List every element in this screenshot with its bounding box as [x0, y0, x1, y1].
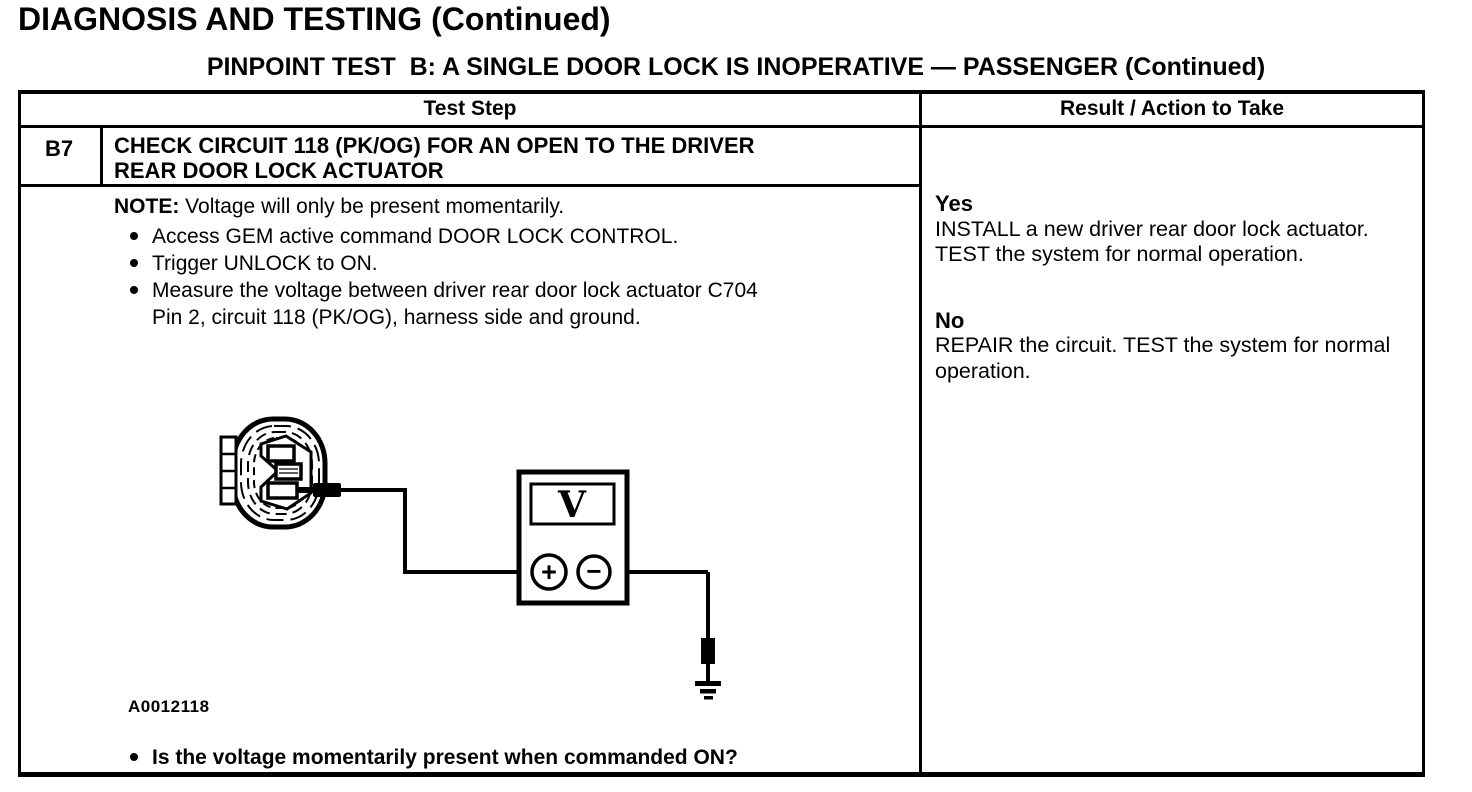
bullet-icon: [130, 753, 138, 761]
negative-terminal: [576, 554, 612, 590]
bullet-item: Measure the voltage between driver rear …: [128, 277, 793, 331]
page-title: DIAGNOSIS AND TESTING (Continued): [18, 1, 611, 37]
positive-terminal: [530, 553, 568, 591]
voltmeter-display: [529, 482, 616, 526]
step-id: B7: [44, 136, 74, 161]
step-title: CHECK CIRCUIT 118 (PK/OG) FOR AN OPEN TO…: [114, 133, 914, 183]
bullet-icon: [130, 259, 138, 267]
connector-pin-1: [266, 444, 296, 463]
figure-reference-label: A0012118: [128, 697, 210, 716]
plus-symbol: +: [541, 557, 557, 587]
ground-symbol: [695, 638, 721, 700]
note-label: NOTE:: [114, 195, 180, 218]
connector-pin-2: [274, 462, 303, 481]
connector-pin-3: [266, 481, 299, 500]
step-title-line2: REAR DOOR LOCK ACTUATOR: [114, 158, 444, 183]
pinpoint-test-subtitle: PINPOINT TEST B: A SINGLE DOOR LOCK IS I…: [206, 53, 1266, 81]
note-text: Voltage will only be present momentarily…: [185, 195, 565, 218]
column-header-test-step: Test Step: [423, 97, 517, 120]
yes-label: Yes: [935, 191, 973, 216]
bullet-icon: [130, 232, 138, 240]
spacer: [935, 268, 1413, 308]
question-bullet-item: Is the voltage momentarily present when …: [128, 744, 908, 771]
test-connection-diagram: V + −: [219, 416, 721, 700]
column-header-result: Result / Action to Take: [1059, 97, 1285, 120]
bullet-text: Trigger UNLOCK to ON.: [152, 252, 378, 275]
step-id-divider: [100, 128, 103, 184]
step-title-line1: CHECK CIRCUIT 118 (PK/OG) FOR AN OPEN TO…: [114, 133, 755, 158]
probe-and-wires: [297, 483, 710, 640]
voltmeter-v-symbol: V: [557, 484, 587, 526]
step-row-divider: [18, 184, 919, 187]
voltmeter-illustration: V + −: [516, 469, 630, 606]
yes-action-text: INSTALL a new driver rear door lock actu…: [935, 216, 1369, 267]
bullet-text: Access GEM active command DOOR LOCK CONT…: [152, 225, 679, 248]
no-action-text: REPAIR the circuit. TEST the system for …: [935, 333, 1391, 383]
column-divider: [919, 90, 922, 777]
no-label: No: [935, 307, 965, 333]
header-row-divider: [18, 125, 1422, 128]
note-line: NOTE: Voltage will only be present momen…: [114, 195, 914, 219]
pinpoint-test-table: [18, 90, 1425, 777]
bullet-icon: [130, 286, 138, 294]
result-action-cell: Yes INSTALL a new driver rear door lock …: [935, 191, 1413, 384]
question-text: Is the voltage momentarily present when …: [152, 746, 738, 769]
minus-symbol: −: [586, 556, 601, 586]
bullet-item: Access GEM active command DOOR LOCK CONT…: [128, 223, 828, 250]
connector-illustration: [219, 416, 328, 530]
bullet-item: Trigger UNLOCK to ON.: [128, 250, 828, 277]
probe-tip: [313, 483, 341, 497]
bullet-text: Measure the voltage between driver rear …: [152, 279, 758, 329]
